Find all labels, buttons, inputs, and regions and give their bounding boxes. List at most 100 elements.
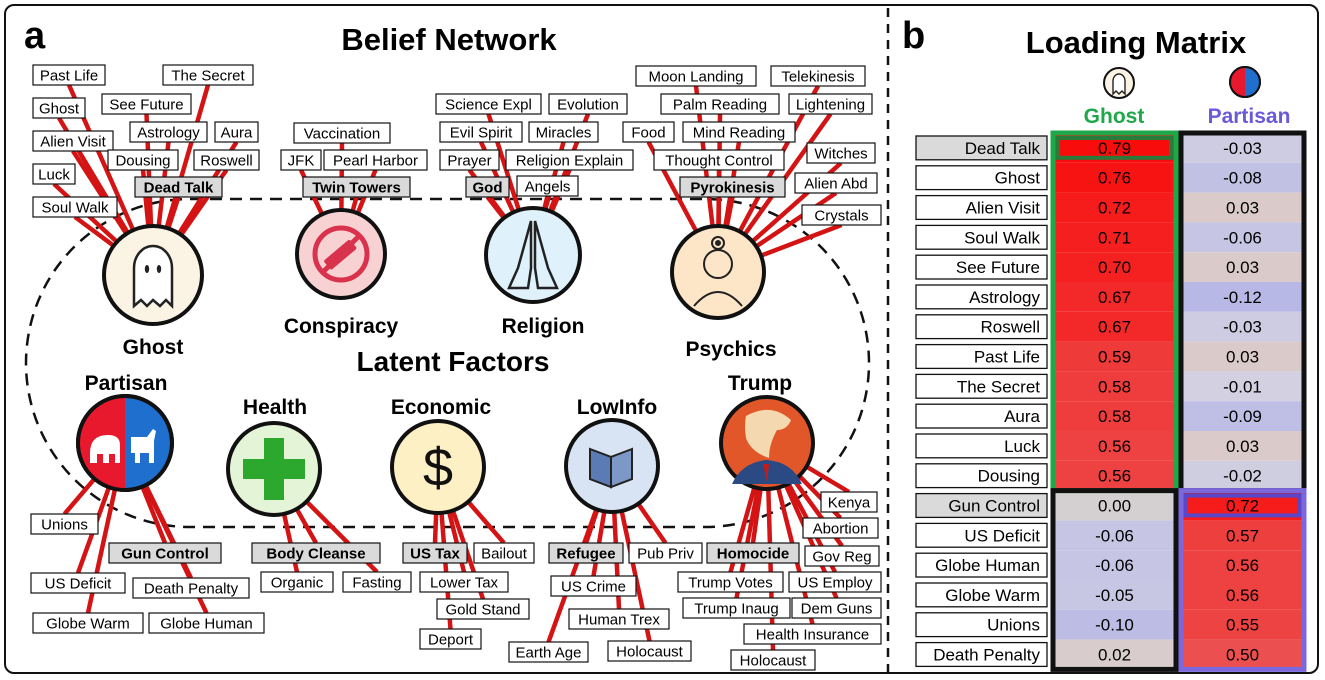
belief-item[interactable]: Trump Inaug — [682, 597, 791, 619]
belief-item[interactable]: Roswell — [193, 149, 260, 171]
belief-item-label: Soul Walk — [42, 200, 109, 217]
belief-item[interactable]: Organic — [260, 571, 334, 593]
belief-item[interactable]: Alien Abd — [794, 172, 878, 194]
factor-ghost[interactable]: Ghost — [102, 224, 204, 359]
belief-item[interactable]: Food — [622, 121, 675, 143]
belief-item-label: God — [473, 180, 503, 197]
belief-item[interactable]: Pyrokinesis — [679, 176, 786, 198]
belief-item[interactable]: US Employ — [788, 571, 882, 593]
loading-cell-ghost: 0.71 — [1053, 222, 1176, 253]
loading-value: 0.67 — [1098, 318, 1131, 337]
belief-item-label: US Tax — [410, 546, 460, 563]
belief-item[interactable]: Mind Reading — [682, 121, 796, 143]
belief-item[interactable]: Dead Talk — [134, 176, 223, 198]
belief-item[interactable]: Lower Tax — [419, 571, 509, 593]
belief-item-label: Science Expl — [445, 97, 532, 114]
belief-item[interactable]: Gun Control — [108, 542, 222, 564]
belief-item[interactable]: Kenya — [820, 491, 878, 513]
belief-item-label: Vaccination — [304, 126, 380, 143]
belief-item[interactable]: Earth Age — [508, 641, 589, 663]
third-eye-icon — [693, 236, 743, 307]
belief-item[interactable]: Pearl Harbor — [323, 149, 428, 171]
belief-item[interactable]: Crystals — [801, 204, 882, 226]
belief-item[interactable]: Homocide — [706, 542, 800, 564]
belief-item[interactable]: Lightening — [788, 93, 873, 115]
belief-item[interactable]: Miracles — [528, 121, 599, 143]
factor-religion[interactable]: Religion — [484, 206, 584, 338]
belief-item[interactable]: Vaccination — [293, 122, 391, 144]
belief-item[interactable]: Globe Human — [148, 612, 265, 634]
panel-b: b Loading Matrix Ghost Partisan Dead Tal… — [902, 15, 1307, 672]
belief-item[interactable]: Prayer — [439, 149, 500, 171]
belief-item[interactable]: Globe Warm — [32, 612, 144, 634]
highlight-cell-outline — [1056, 136, 1173, 160]
belief-item[interactable]: Pub Priv — [628, 542, 703, 564]
belief-item[interactable]: Refugee — [548, 542, 624, 564]
belief-item[interactable]: Death Penalty — [132, 577, 250, 599]
belief-item[interactable]: US Deficit — [30, 572, 126, 594]
belief-item[interactable]: Bailout — [473, 542, 535, 564]
belief-item-label: Refugee — [556, 546, 615, 563]
belief-item-label: Food — [631, 125, 665, 142]
belief-item[interactable]: The Secret — [162, 64, 254, 86]
belief-item[interactable]: Trump Votes — [677, 571, 784, 593]
belief-item[interactable]: Human Trex — [568, 608, 670, 630]
belief-item[interactable]: God — [465, 176, 510, 198]
belief-item[interactable]: Science Expl — [435, 93, 542, 115]
row-label-text: Aura — [1004, 407, 1040, 426]
belief-item[interactable]: JFK — [280, 149, 322, 171]
factor-conspiracy[interactable]: Conspiracy — [284, 208, 399, 338]
belief-item[interactable]: Alien Visit — [32, 130, 114, 152]
belief-item[interactable]: Soul Walk — [32, 196, 118, 218]
loading-value: 0.03 — [1226, 348, 1259, 367]
factor-psychics[interactable]: Psychics — [670, 224, 777, 361]
belief-item[interactable]: Past Life — [32, 64, 106, 86]
loading-cell-ghost: -0.06 — [1053, 550, 1176, 580]
belief-item[interactable]: See Future — [101, 93, 192, 115]
factor-label: Partisan — [85, 372, 168, 395]
belief-item[interactable]: Evil Spirit — [439, 121, 523, 143]
belief-item[interactable]: Twin Towers — [302, 176, 411, 198]
factor-lowinfo[interactable]: LowInfo — [564, 396, 660, 514]
loading-value: 0.56 — [1226, 556, 1259, 575]
belief-item[interactable]: Body Cleanse — [251, 542, 381, 564]
belief-item-label: JFK — [288, 153, 315, 170]
belief-item[interactable]: Holocaust — [607, 640, 692, 662]
belief-item[interactable]: Angels — [516, 175, 579, 197]
row-label-text: Dead Talk — [965, 139, 1041, 158]
ghost-icon — [1112, 73, 1126, 96]
loading-value: -0.05 — [1095, 586, 1134, 605]
loading-cell-partisan: 0.03 — [1181, 252, 1304, 282]
belief-item[interactable]: Aura — [214, 121, 259, 143]
belief-item[interactable]: Witches — [806, 142, 876, 164]
factor-economic[interactable]: $ Economic — [390, 396, 492, 515]
belief-item[interactable]: US Crime — [550, 575, 637, 597]
belief-item[interactable]: Dem Guns — [791, 597, 882, 619]
belief-item[interactable]: Health Insurance — [743, 623, 882, 645]
belief-item[interactable]: Moon Landing — [635, 65, 757, 87]
factor-health[interactable]: Health — [226, 396, 322, 517]
belief-item[interactable]: Gold Stand — [436, 598, 530, 620]
belief-item[interactable]: Evolution — [548, 93, 628, 115]
belief-item[interactable]: Ghost — [32, 97, 86, 119]
loading-cell-ghost: 0.67 — [1053, 282, 1176, 312]
loading-value: 0.59 — [1098, 348, 1131, 367]
belief-item[interactable]: Deport — [419, 628, 482, 650]
belief-item[interactable]: Astrology — [129, 121, 208, 143]
belief-item[interactable]: Thought Control — [653, 149, 785, 171]
loading-cell-partisan: 0.56 — [1181, 580, 1304, 610]
factor-trump[interactable]: Trump — [719, 372, 815, 491]
belief-item[interactable]: Abortion — [802, 517, 879, 539]
belief-item[interactable]: Palm Reading — [660, 93, 780, 115]
belief-item[interactable]: Holocaust — [730, 649, 816, 671]
row-label: Astrology — [915, 284, 1048, 310]
belief-item[interactable]: Dousing — [107, 149, 179, 171]
belief-item[interactable]: Religion Explain — [505, 149, 634, 171]
factor-partisan[interactable]: Partisan — [76, 372, 174, 492]
belief-item[interactable]: Gov Reg — [804, 545, 880, 567]
belief-item[interactable]: Luck — [32, 163, 76, 185]
belief-item[interactable]: Fasting — [342, 571, 412, 593]
belief-item[interactable]: Unions — [30, 513, 99, 535]
belief-item[interactable]: US Tax — [402, 542, 468, 564]
belief-item[interactable]: Telekinesis — [770, 65, 866, 87]
